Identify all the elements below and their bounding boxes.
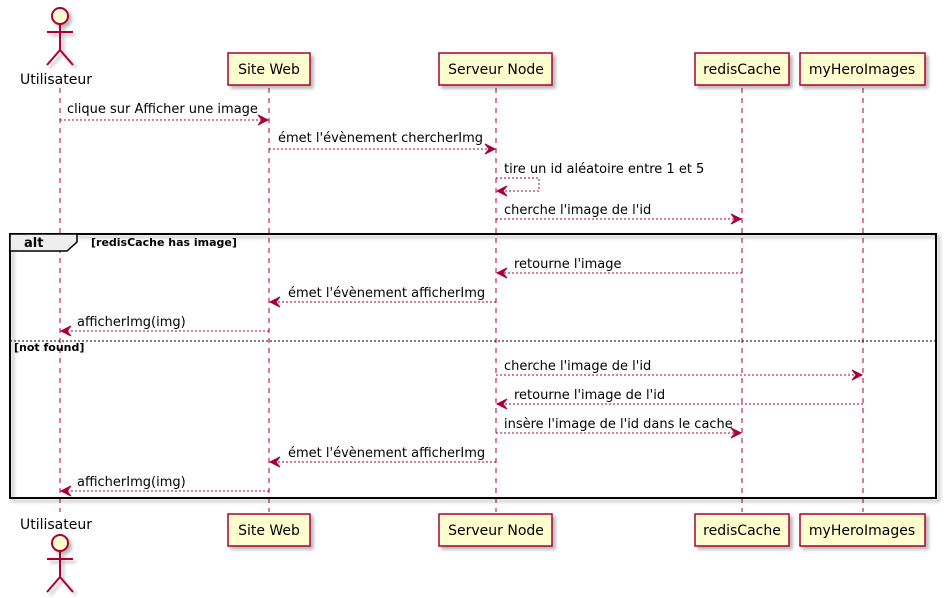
participants-top: Site Web Serveur Node redisCache myHeroI…	[227, 52, 926, 86]
message-label: afficherImg(img)	[77, 475, 186, 490]
participant-label: Serveur Node	[448, 523, 544, 539]
message-label: cherche l'image de l'id	[504, 203, 651, 218]
participant-myheroimages: myHeroImages	[799, 52, 926, 86]
message-label: clique sur Afficher une image	[67, 102, 258, 117]
participant-label: redisCache	[703, 62, 781, 78]
actor-label: Utilisateur	[20, 72, 92, 88]
actor-label: Utilisateur	[20, 517, 92, 533]
message-label: afficherImg(img)	[77, 315, 186, 330]
alt-guard: [redisCache has image]	[91, 236, 237, 249]
stick-figure-icon	[46, 534, 74, 593]
alt-fragment: alt [redisCache has image] [not found]	[9, 233, 937, 499]
message-emet-afficherimg-2: émet l'évènement afficherImg	[268, 446, 496, 468]
message-label: retourne l'image de l'id	[514, 388, 665, 403]
message-afficherimg-user-1: afficherImg(img)	[59, 315, 269, 337]
participant-label: redisCache	[703, 523, 781, 539]
message-emet-chercherimg: émet l'évènement chercherImg	[269, 131, 497, 155]
message-afficherimg-user-2: afficherImg(img)	[59, 475, 269, 497]
participant-label: myHeroImages	[809, 523, 915, 539]
alt-keyword: alt	[24, 236, 43, 251]
messages: clique sur Afficher une image émet l'évè…	[59, 102, 864, 497]
message-label: insère l'image de l'id dans le cache	[504, 417, 733, 432]
message-self-tire-id: tire un id aléatoire entre 1 et 5	[495, 162, 704, 197]
message-label: émet l'évènement afficherImg	[288, 286, 485, 301]
message-label: émet l'évènement chercherImg	[278, 131, 483, 146]
participants-bottom: Site Web Serveur Node redisCache myHeroI…	[227, 513, 926, 547]
participant-serveur-node-bottom: Serveur Node	[438, 513, 553, 547]
message-label: cherche l'image de l'id	[504, 359, 651, 374]
message-retourne-image: retourne l'image	[495, 257, 742, 279]
participant-rediscache: redisCache	[694, 52, 790, 86]
else-guard: [not found]	[14, 341, 84, 354]
message-clique-afficher: clique sur Afficher une image	[60, 102, 270, 126]
actor-bottom: Utilisateur	[20, 517, 92, 593]
actor-top: Utilisateur	[20, 7, 92, 88]
participant-site-web-bottom: Site Web	[227, 513, 311, 547]
participant-label: Serveur Node	[448, 62, 544, 78]
alt-tab	[9, 233, 78, 252]
message-label: émet l'évènement afficherImg	[288, 446, 485, 461]
message-cherche-image-hero: cherche l'image de l'id	[496, 359, 864, 381]
participant-myheroimages-bottom: myHeroImages	[799, 513, 926, 547]
participant-rediscache-bottom: redisCache	[694, 513, 790, 547]
participant-label: myHeroImages	[809, 62, 915, 78]
participant-label: Site Web	[238, 62, 300, 78]
participant-site-web: Site Web	[227, 52, 311, 86]
stick-figure-icon	[46, 7, 74, 66]
message-insere-cache: insère l'image de l'id dans le cache	[496, 417, 743, 439]
message-emet-afficherimg-1: émet l'évènement afficherImg	[268, 286, 496, 308]
lifelines	[59, 88, 864, 512]
message-retourne-image-id: retourne l'image de l'id	[495, 388, 863, 410]
message-label: tire un id aléatoire entre 1 et 5	[504, 162, 704, 177]
participant-serveur-node: Serveur Node	[438, 52, 553, 86]
message-cherche-image-redis: cherche l'image de l'id	[496, 203, 743, 225]
participant-label: Site Web	[238, 523, 300, 539]
alt-frame	[9, 233, 937, 499]
message-label: retourne l'image	[514, 257, 622, 272]
